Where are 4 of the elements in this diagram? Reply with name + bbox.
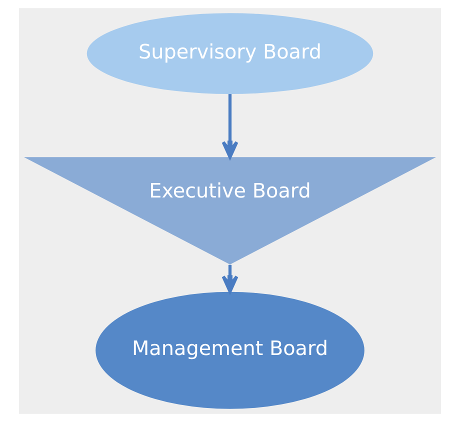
node-ellipse: Supervisory Board bbox=[86, 13, 373, 94]
arrow bbox=[221, 94, 238, 159]
arrow bbox=[221, 264, 238, 294]
node-ellipse: Management Board bbox=[95, 292, 364, 409]
